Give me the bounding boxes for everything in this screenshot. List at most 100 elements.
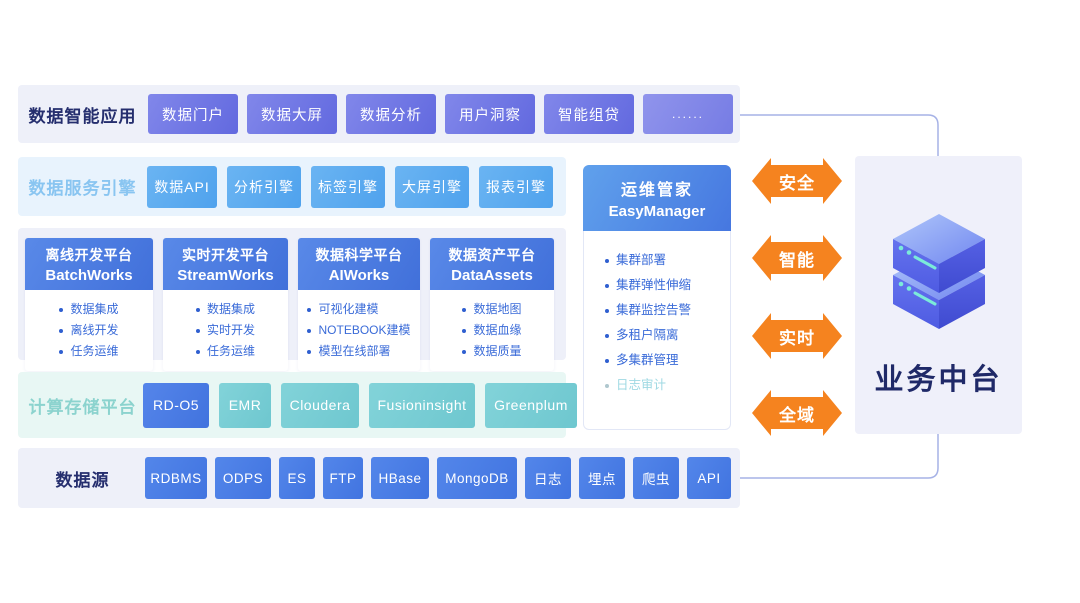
source-chip: MongoDB <box>437 457 517 499</box>
source-chip: 日志 <box>525 457 571 499</box>
double-arrow-icon <box>752 158 842 204</box>
engine-chip: 分析引擎 <box>227 165 301 208</box>
app-chip: 数据门户 <box>148 94 238 134</box>
platform-card-dataassets: 数据资产平台 DataAssets 数据地图 数据血缘 数据质量 <box>430 238 554 371</box>
sources-chip-group: RDBMS ODPS ES FTP HBase MongoDB 日志 埋点 爬虫… <box>145 457 731 499</box>
storage-chip: Fusioninsight <box>369 382 475 428</box>
platform-title-cn: 实时开发平台 <box>182 247 269 263</box>
app-chip: 数据分析 <box>346 94 436 134</box>
platform-bullet-list: 数据地图 数据血缘 数据质量 <box>462 299 522 371</box>
easymanager-bullet-muted: 日志审计 <box>605 373 691 398</box>
platform-title-en: BatchWorks <box>45 267 133 284</box>
layer-engines: 数据服务引擎 数据API 分析引擎 标签引擎 大屏引擎 报表引擎 <box>18 157 566 216</box>
platform-title-cn: 数据科学平台 <box>315 247 403 263</box>
bullet-dot-icon <box>59 307 64 312</box>
layer-apps-label: 数据智能应用 <box>28 106 137 126</box>
platform-bullet: 数据血缘 <box>462 320 522 341</box>
bullet-dot-icon <box>462 307 467 312</box>
arrow-label: 智能 <box>779 250 815 270</box>
business-middle-platform-label: 业务中台 <box>874 364 1003 396</box>
easymanager-panel: 运维管家 EasyManager 集群部署 集群弹性伸缩 集群监控告警 多租户隔… <box>583 165 731 430</box>
platform-bullet: 数据质量 <box>462 341 522 362</box>
app-chip: 用户洞察 <box>445 94 535 134</box>
source-chip: API <box>687 457 731 499</box>
easymanager-bullet: 集群弹性伸缩 <box>605 273 691 298</box>
platform-bullet: 数据地图 <box>462 299 522 320</box>
source-chip: FTP <box>323 457 363 499</box>
platform-card-header: 数据资产平台 DataAssets <box>430 238 554 290</box>
bullet-dot-icon <box>605 333 609 338</box>
bullet-dot-icon <box>605 383 609 388</box>
bullet-dot-icon <box>307 328 312 333</box>
bullet-dot-icon <box>605 308 609 313</box>
source-chip: RDBMS <box>145 457 207 499</box>
layer-sources: 数据源 RDBMS ODPS ES FTP HBase MongoDB 日志 埋… <box>18 448 740 508</box>
bullet-dot-icon <box>462 349 467 354</box>
platform-title-en: StreamWorks <box>177 267 274 284</box>
bullet-dot-icon <box>462 328 467 333</box>
double-arrow-icon <box>752 390 842 436</box>
platform-bullet: 数据集成 <box>195 299 255 320</box>
arrow-label: 实时 <box>779 328 815 348</box>
engines-chip-group: 数据API 分析引擎 标签引擎 大屏引擎 报表引擎 <box>147 165 553 208</box>
double-arrow-icon <box>752 313 842 359</box>
app-chip: 智能组贷 <box>544 94 634 134</box>
engine-chip: 大屏引擎 <box>395 165 469 208</box>
platform-card-streamworks: 实时开发平台 StreamWorks 数据集成 实时开发 任务运维 <box>163 238 288 371</box>
bullet-dot-icon <box>307 349 312 354</box>
storage-chip-rdos: RD-O5 <box>143 382 209 428</box>
platform-bullet-list: 可视化建模 NOTEBOOK建模 模型在线部署 <box>307 299 411 371</box>
arrow-intelligent: 智能 <box>752 235 842 281</box>
layer-storage-label: 计算存储平台 <box>28 397 137 417</box>
platform-bullet: 数据集成 <box>59 299 119 320</box>
layer-storage: 计算存储平台 RD-O5 EMR Cloudera Fusioninsight … <box>18 372 577 438</box>
storage-chip: Greenplum <box>485 382 577 428</box>
source-chip: 埋点 <box>579 457 625 499</box>
platform-bullet: 离线开发 <box>59 320 119 341</box>
bullet-dot-icon <box>605 258 609 263</box>
platform-bullet-list: 数据集成 离线开发 任务运维 <box>59 299 119 371</box>
layer-engines-label: 数据服务引擎 <box>28 179 137 198</box>
easymanager-bullet: 多集群管理 <box>605 348 691 373</box>
bullet-dot-icon <box>195 307 200 312</box>
easymanager-title-en: EasyManager <box>608 203 706 220</box>
easymanager-bullet: 多租户隔离 <box>605 323 691 348</box>
layer-apps: 数据智能应用 数据门户 数据大屏 数据分析 用户洞察 智能组贷 ...... <box>18 85 740 143</box>
arrow-label: 全域 <box>779 405 815 425</box>
platform-title-en: AIWorks <box>328 267 390 284</box>
easymanager-bullet: 集群监控告警 <box>605 298 691 323</box>
engine-chip: 报表引擎 <box>479 165 553 208</box>
layer-platforms: 离线开发平台 BatchWorks 数据集成 离线开发 任务运维 实时开发平台 … <box>18 228 566 371</box>
platform-card-header: 实时开发平台 StreamWorks <box>163 238 288 290</box>
storage-chip: Cloudera <box>281 382 359 428</box>
platform-bullet-list: 数据集成 实时开发 任务运维 <box>195 299 255 371</box>
arrow-label: 安全 <box>779 173 815 193</box>
business-middle-platform-box: 业务中台 <box>855 156 1022 434</box>
source-chip: ODPS <box>215 457 271 499</box>
platform-card-header: 数据科学平台 AIWorks <box>298 238 420 290</box>
app-chip: 数据大屏 <box>247 94 337 134</box>
bullet-dot-icon <box>605 283 609 288</box>
bullet-dot-icon <box>59 328 64 333</box>
easymanager-bullet: 集群部署 <box>605 248 691 273</box>
platform-title-en: DataAssets <box>451 267 533 284</box>
platform-bullet: 实时开发 <box>195 320 255 341</box>
apps-chip-group: 数据门户 数据大屏 数据分析 用户洞察 智能组贷 ...... <box>148 94 733 134</box>
platform-bullet: 模型在线部署 <box>307 341 410 362</box>
source-chip: 爬虫 <box>633 457 679 499</box>
storage-chip-group: RD-O5 EMR Cloudera Fusioninsight Greenpl… <box>143 382 577 428</box>
bullet-dot-icon <box>195 349 200 354</box>
storage-chip: EMR <box>219 382 271 428</box>
platform-card-batchworks: 离线开发平台 BatchWorks 数据集成 离线开发 任务运维 <box>25 238 153 371</box>
platform-card-header: 离线开发平台 BatchWorks <box>25 238 153 290</box>
app-chip-more: ...... <box>643 94 733 134</box>
layer-sources-label: 数据源 <box>55 470 110 490</box>
arrow-security: 安全 <box>752 158 842 204</box>
easymanager-header: 运维管家 EasyManager <box>583 165 731 231</box>
platform-title-cn: 数据资产平台 <box>448 247 536 263</box>
bullet-dot-icon <box>307 307 312 312</box>
double-arrow-icon <box>752 235 842 281</box>
bullet-dot-icon <box>605 358 609 363</box>
bullet-dot-icon <box>195 328 200 333</box>
